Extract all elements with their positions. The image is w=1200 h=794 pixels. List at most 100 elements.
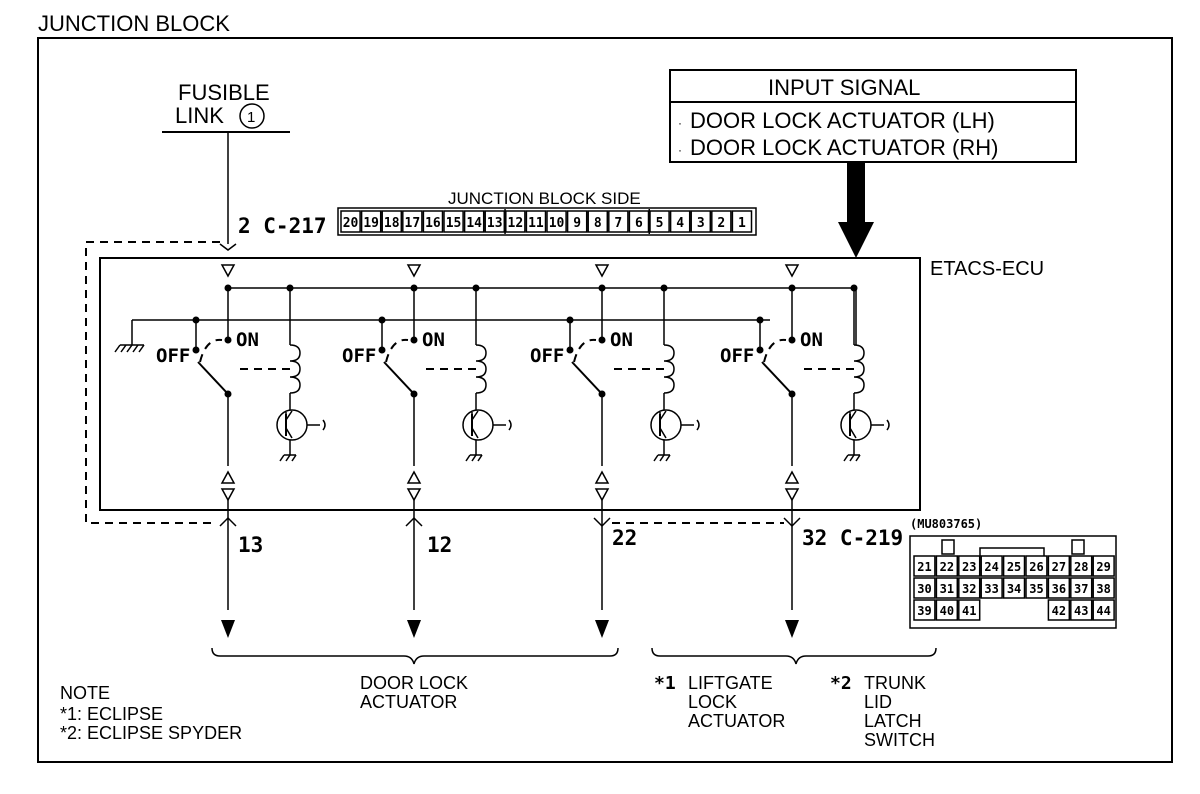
relay-on-contact [224,336,232,344]
output-arrow-head [595,620,609,638]
ecu-box [99,257,921,511]
c217-pin-label: 8 [594,216,602,231]
fusible-link-line2: LINK [175,103,224,128]
c219-pin-label: 37 [1074,582,1088,596]
c219-pin-label: 41 [962,604,976,618]
c217-pin-label: 9 [573,216,581,231]
page-title: JUNCTION BLOCK [38,11,230,36]
dashed-junction-outline [85,241,220,524]
c217-pin-label: 12 [508,216,524,231]
output-label-1: 13 [238,533,263,557]
junction-dot [378,316,386,324]
input-signal-box: INPUT SIGNAL · DOOR LOCK ACTUATOR (LH) ·… [669,69,1077,258]
output-arrow-head [785,620,799,638]
output-arrow-head [221,620,235,638]
c217-pin-cell [546,210,567,233]
c217-pin-label: 20 [343,216,359,231]
fusible-link: FUSIBLE LINK 1 [162,80,290,244]
c219-pin-cell [913,599,936,621]
c219-pin-label: 29 [1096,560,1110,574]
relay-coil [475,344,487,394]
c219-pin-cell [913,555,936,577]
relay-off-label: OFF [530,345,564,367]
liftgate-line3: ACTUATOR [688,711,785,731]
c219-pin-cell [1025,555,1048,577]
c217-pin-label: 16 [425,216,441,231]
c219-pin-label: 27 [1052,560,1066,574]
c219-pin-label: 30 [917,582,931,596]
c219-pin-cell [935,555,959,577]
junction-dot [566,316,574,324]
junction-dot [410,284,418,292]
junction-block-frame [37,37,1173,763]
input-signal-frame [669,69,1077,163]
relay-on-label: ON [610,329,633,351]
ground-hatch [849,454,855,462]
terminal-top-symbol [220,264,236,278]
c219-pin-label: 35 [1029,582,1043,596]
relay-on-label: ON [236,329,259,351]
c219-pin-cell [1002,577,1026,599]
c217-pin-label: 18 [384,216,400,231]
relay-switch-arc [385,338,409,363]
c219-pin-cell [935,599,959,621]
terminal-notch [219,516,237,527]
c217-pin-label: 7 [614,216,622,231]
relay-off-contact [192,346,200,354]
c219-pin-label: 23 [962,560,976,574]
c217-pin-cell [731,210,753,233]
terminal-output-symbol [220,488,236,502]
c219-pin-label: 43 [1074,604,1088,618]
terminal-notch [405,516,423,527]
c219-pin-cell [1047,599,1071,621]
output-label-4: 32 C-219 [802,526,903,550]
c217-pin-cell [690,210,712,233]
c219-pin-cell [1025,577,1048,599]
c217-pin-cell [566,210,588,233]
ground-hatch [291,454,297,462]
relay-on-contact [598,336,606,344]
c219-pin-cell [1092,577,1115,599]
c219-pin-label: 26 [1029,560,1043,574]
input-arrow-shaft [847,162,865,224]
junction-dot [598,284,606,292]
terminal-notch [783,517,801,528]
c217-pin-label: 19 [363,216,379,231]
ground-hatch [285,454,291,462]
junction-dot [192,316,200,324]
connector-c217-label: 2 C-217 [238,214,327,238]
liftgate-line2: LOCK [688,692,737,712]
c219-pin-cell [958,555,981,577]
relay-switch-arm [383,361,415,395]
ground-symbol [114,344,145,353]
relay-switch-arc [573,338,597,363]
c219-pin-label: 31 [940,582,954,596]
connector-c217-frame [337,207,757,236]
input-signal-item-2: DOOR LOCK ACTUATOR (RH) [690,135,998,160]
c219-pin-label: 28 [1074,560,1088,574]
c219-pin-cell [913,577,936,599]
transistor-emitter [285,427,293,439]
trunk-mark: *2 [830,673,852,694]
terminal-top-symbol [784,264,800,278]
relay-switch-arc [199,338,223,363]
terminal-output-symbol [594,470,610,484]
c219-pin-label: 33 [984,582,998,596]
junction-block-side-label: JUNCTION BLOCK SIDE [448,189,641,208]
ground-hatch [471,454,477,462]
c217-pin-label: 13 [487,216,503,231]
c217-pin-label: 2 [717,216,725,231]
c219-pin-cell [935,577,959,599]
input-arrow-head [838,222,874,258]
door-lock-actuator-line1: DOOR LOCK [360,673,468,693]
relay-off-contact [378,346,386,354]
relay-switch-arm [197,361,229,395]
c219-pin-label: 44 [1096,604,1110,618]
c217-pin-cell [505,210,526,233]
relay-coil [853,344,865,394]
c219-pin-cell [958,599,981,621]
connector-c219-housing [909,535,1117,629]
